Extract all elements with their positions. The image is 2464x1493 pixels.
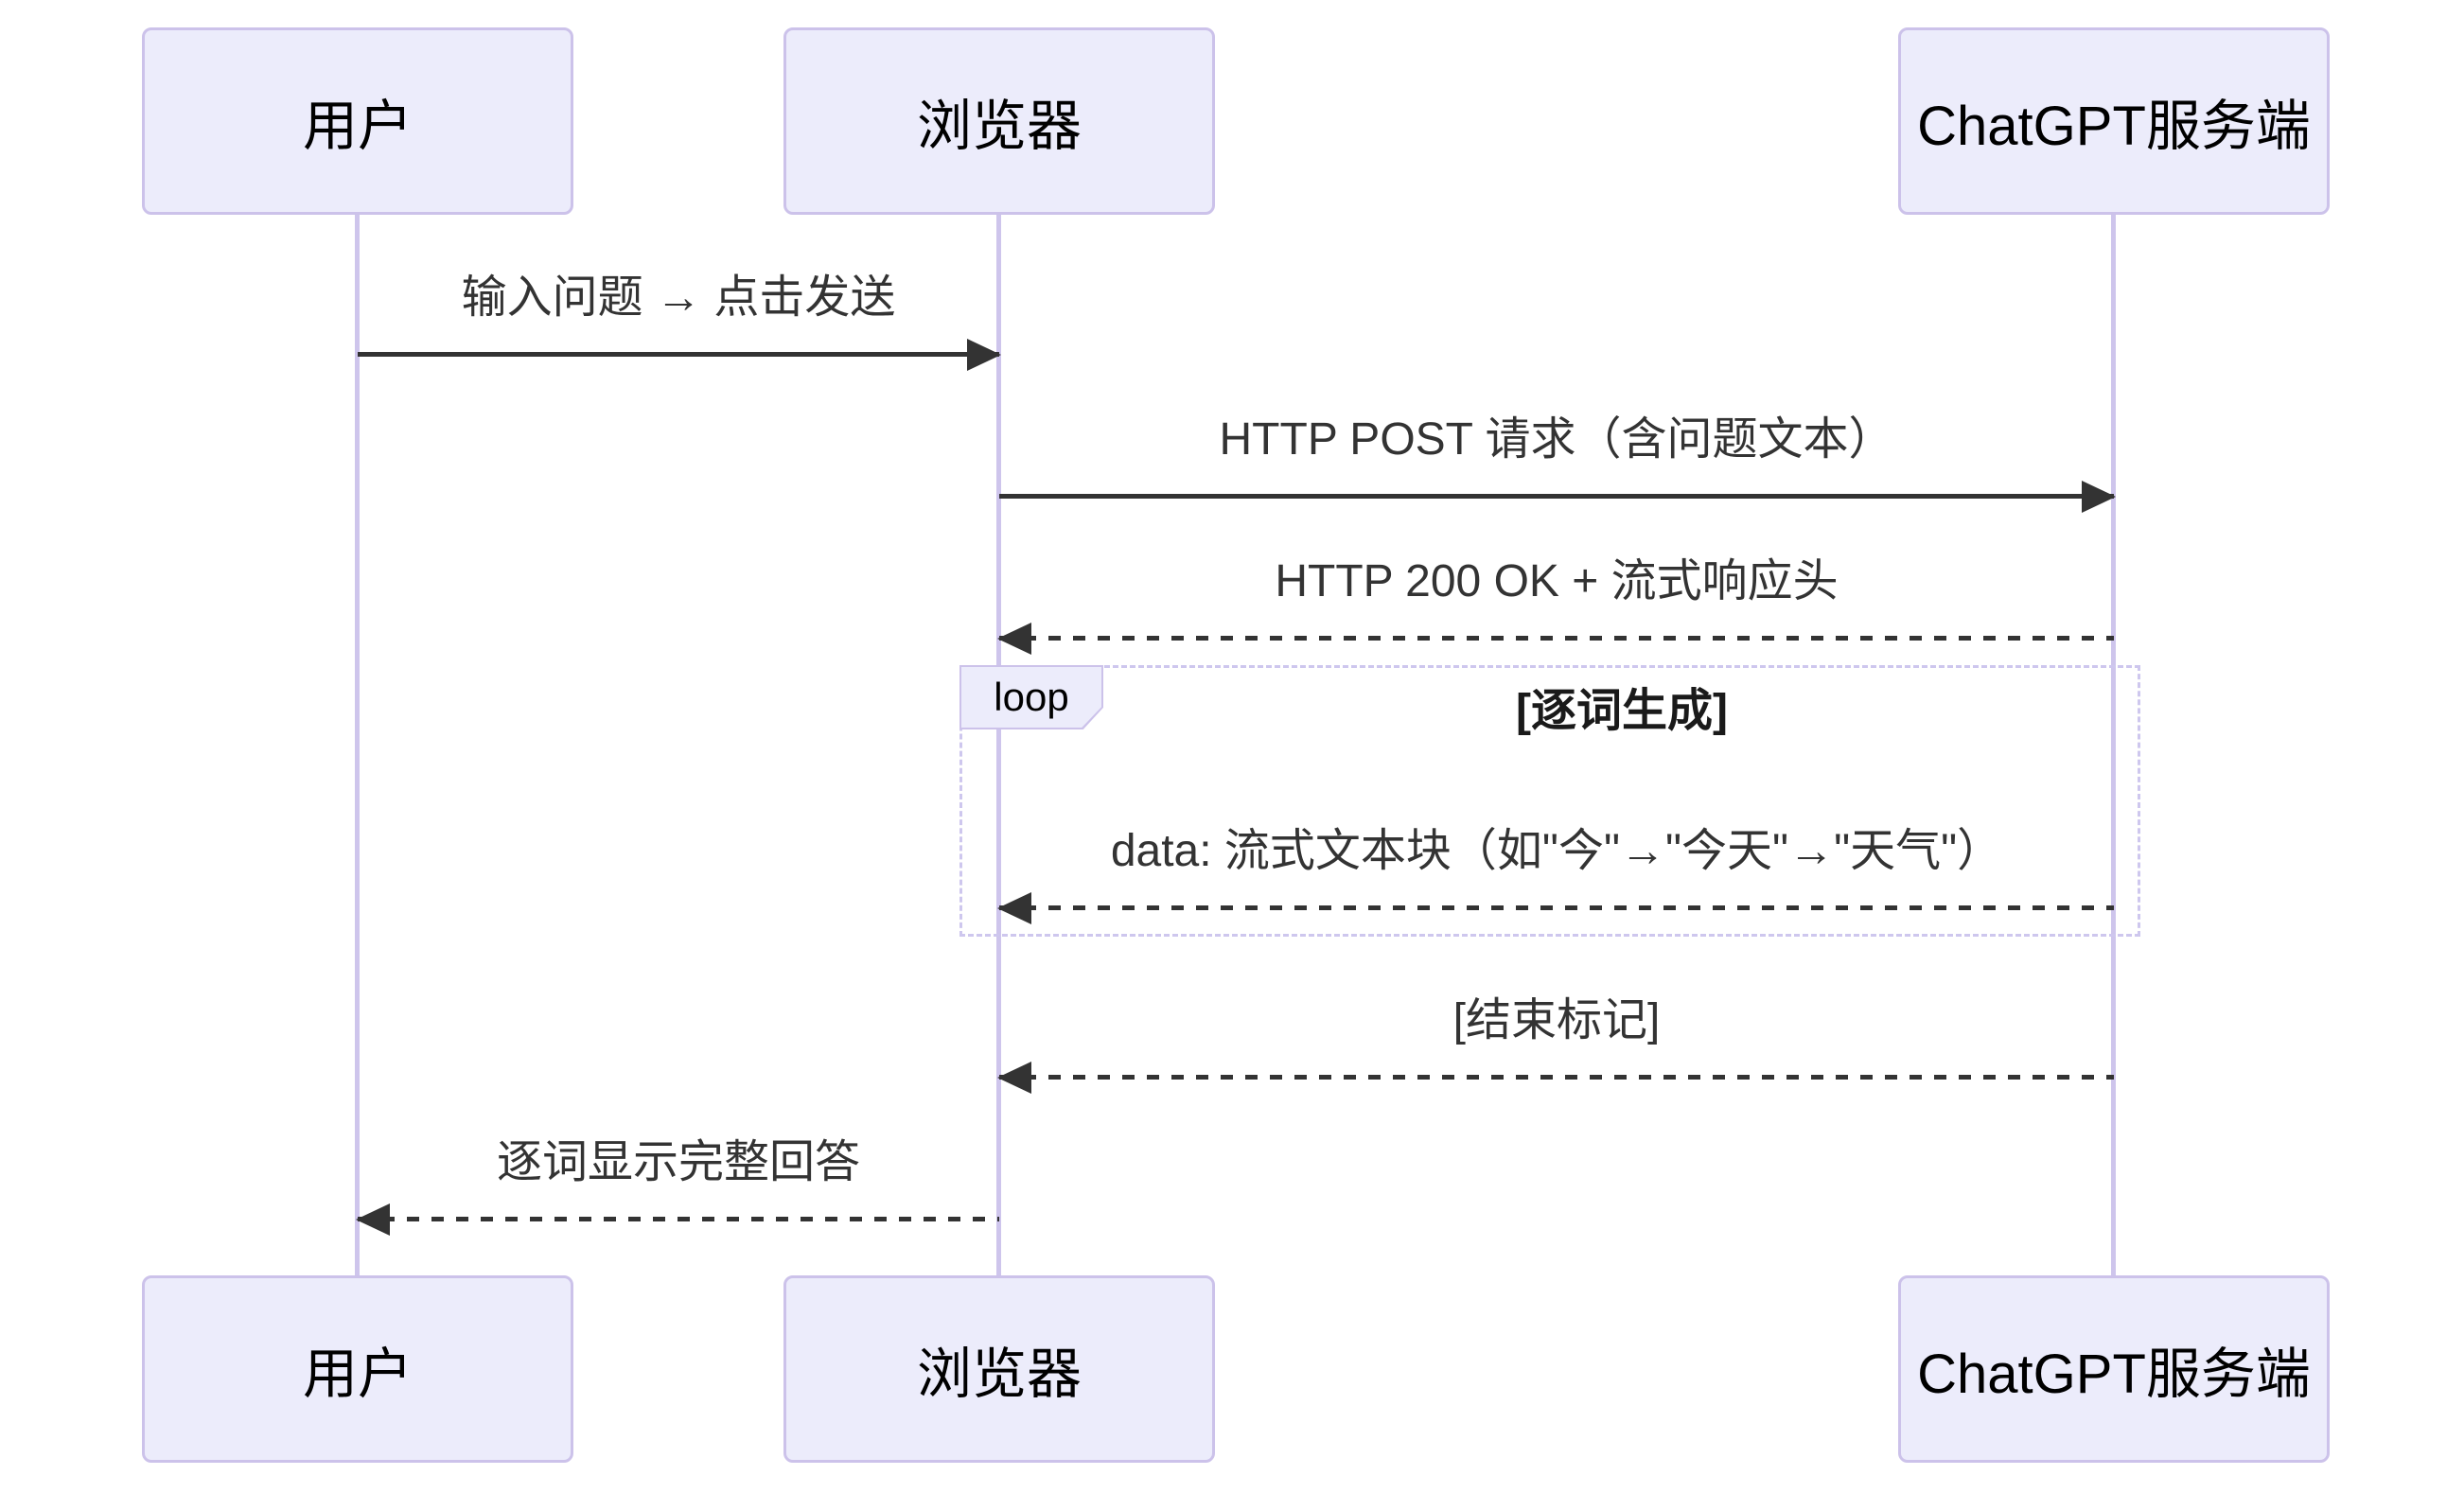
lifeline-user <box>355 215 360 1275</box>
actor-bottom-server: ChatGPT服务端 <box>1898 1275 2330 1463</box>
message-http-200: HTTP 200 OK + 流式响应头 <box>997 555 2114 659</box>
actor-label-server: ChatGPT服务端 <box>1917 96 2311 157</box>
arrowhead-left-icon <box>997 892 1031 924</box>
actor-label-browser: 浏览器 <box>916 96 1082 157</box>
actor-label-browser: 浏览器 <box>916 1344 1082 1405</box>
message-data-chunk: data: 流式文本块（如"今"→"今天"→"天气"） <box>997 825 2114 929</box>
loop-tab-label: loop <box>961 667 1101 728</box>
message-label: data: 流式文本块（如"今"→"今天"→"天气"） <box>1110 826 2003 876</box>
actor-bottom-browser: 浏览器 <box>783 1275 1215 1463</box>
message-label: 逐词显示完整回答 <box>496 1137 860 1187</box>
actor-label-user: 用户 <box>302 1344 413 1405</box>
message-line <box>999 1075 2114 1080</box>
message-line <box>999 494 2114 499</box>
message-line <box>999 636 2114 641</box>
arrowhead-right-icon <box>967 339 1001 371</box>
message-line <box>358 352 999 357</box>
arrowhead-left-icon <box>356 1203 390 1236</box>
lifeline-server <box>2111 215 2116 1275</box>
arrowhead-right-icon <box>2082 481 2116 513</box>
actor-top-server: ChatGPT服务端 <box>1898 27 2330 215</box>
actor-top-browser: 浏览器 <box>783 27 1215 215</box>
message-http-post: HTTP POST 请求（含问题文本） <box>999 413 2116 518</box>
actor-label-server: ChatGPT服务端 <box>1917 1344 2311 1405</box>
message-label: [结束标记] <box>1452 995 1661 1045</box>
message-label: HTTP POST 请求（含问题文本） <box>1219 414 1894 465</box>
message-end-marker: [结束标记] <box>997 994 2114 1098</box>
message-label: HTTP 200 OK + 流式响应头 <box>1275 556 1839 606</box>
arrowhead-left-icon <box>997 1062 1031 1094</box>
loop-title: [逐词生成] <box>1516 686 1728 736</box>
message-input-question: 输入问题 → 点击发送 <box>358 272 1001 376</box>
actor-top-user: 用户 <box>142 27 573 215</box>
actor-bottom-user: 用户 <box>142 1275 573 1463</box>
arrowhead-left-icon <box>997 623 1031 655</box>
loop-frame <box>959 665 2140 937</box>
lifeline-browser <box>996 215 1001 1275</box>
loop-tab: loop <box>959 665 1103 729</box>
actor-label-user: 用户 <box>302 96 413 157</box>
message-line <box>999 905 2114 910</box>
message-label: 输入问题 → 点击发送 <box>461 272 896 323</box>
message-line <box>358 1217 999 1221</box>
message-display-answer: 逐词显示完整回答 <box>356 1136 999 1240</box>
